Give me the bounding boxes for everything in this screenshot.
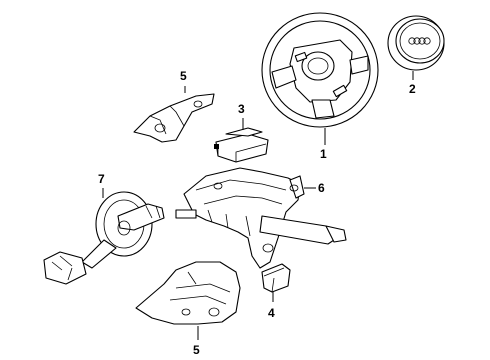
callout-5-upper: 5 [180,69,187,83]
lower-shroud [135,261,241,325]
steering-column [175,167,347,269]
control-module [214,127,269,163]
callout-7: 7 [98,172,105,186]
intermediate-shaft [43,191,165,285]
callout-2: 2 [409,82,416,96]
callout-6: 6 [318,181,325,195]
callout-4: 4 [268,306,275,320]
callout-5-lower: 5 [193,343,200,357]
callout-1: 1 [320,147,327,161]
callout-3: 3 [238,102,245,116]
lower-switch [261,263,291,293]
steering-wheel [261,12,379,128]
upper-shroud [133,93,215,143]
airbag-module [387,15,445,71]
